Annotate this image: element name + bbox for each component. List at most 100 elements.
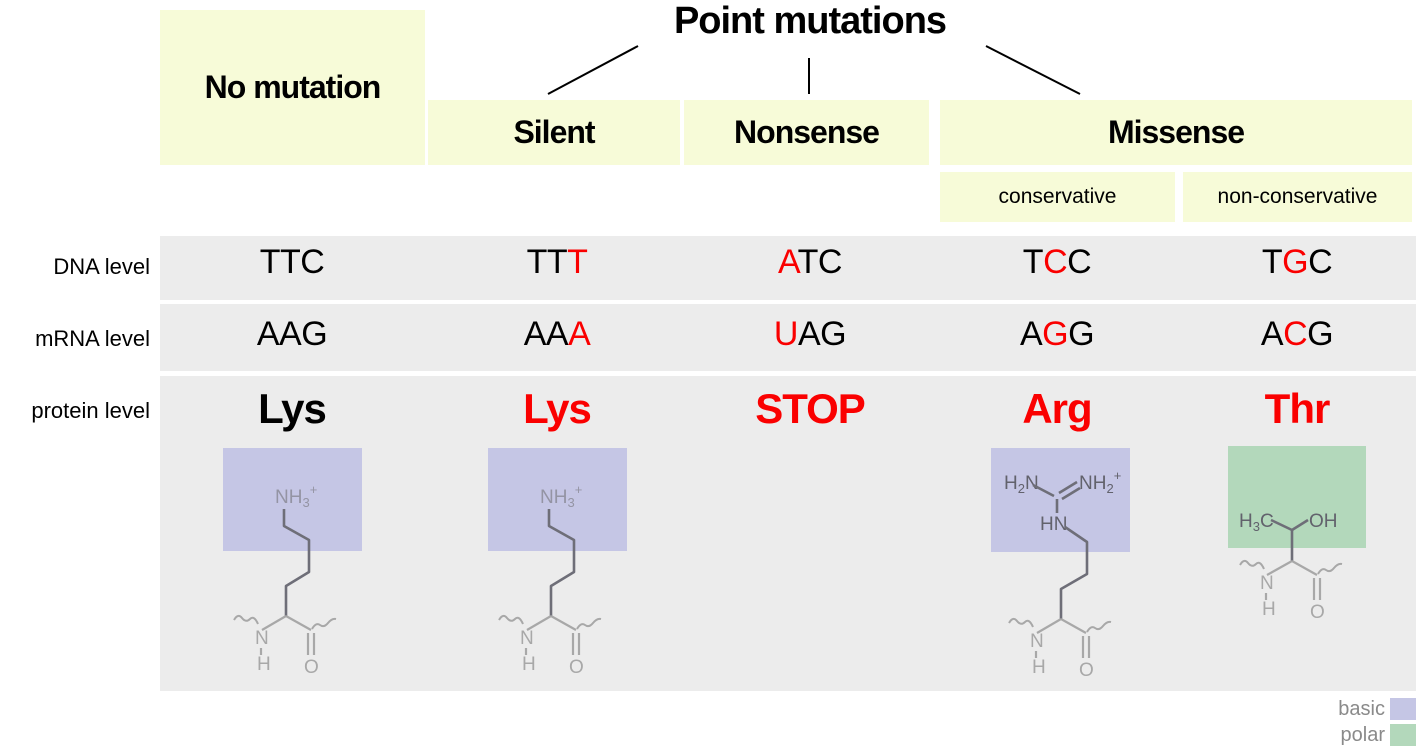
codon-letter-group: C xyxy=(1283,315,1308,353)
carbonyl-o-label: O xyxy=(569,657,584,678)
backbone-bond xyxy=(1036,618,1062,634)
codon-letter-group: AAG xyxy=(256,315,328,353)
codon-letter-group: G xyxy=(1042,315,1069,353)
h2n-group-label: H2N xyxy=(1004,473,1039,496)
backbone-bond xyxy=(1266,560,1293,576)
header-missense: Missense xyxy=(940,100,1412,165)
carbonyl-o-label: O xyxy=(1310,602,1325,623)
codon-letter-group: G xyxy=(1282,243,1309,281)
backbone-bond xyxy=(285,615,312,631)
basic-highlight-box xyxy=(991,448,1130,552)
connector-line-missense xyxy=(985,45,1081,95)
header-nonsense: Nonsense xyxy=(684,100,929,165)
backbone-n-label: N xyxy=(255,628,269,649)
guanidinium-double-bond xyxy=(1061,486,1081,501)
side-chain-bond xyxy=(1059,525,1089,619)
row-label-dna: DNA level xyxy=(53,254,150,279)
peptide-squiggle-right xyxy=(1086,620,1112,633)
mrna-codon-nonsense: UAG xyxy=(700,315,920,354)
side-chain-bond xyxy=(1270,518,1293,532)
side-chain-bond xyxy=(282,509,311,616)
codon-letter-group: C xyxy=(1067,243,1092,281)
header-no-mutation: No mutation xyxy=(160,10,425,165)
peptide-squiggle-right xyxy=(1317,562,1343,575)
side-chain-bond xyxy=(1291,518,1309,532)
carbonyl-o-label: O xyxy=(1079,660,1094,681)
legend-swatch-basic xyxy=(1390,698,1416,720)
amine-group-label: NH3+ xyxy=(540,482,582,510)
protein-row-band xyxy=(160,376,1416,691)
dna-row-band xyxy=(160,236,1416,300)
legend: basic polar xyxy=(1338,698,1416,750)
legend-label-basic: basic xyxy=(1338,697,1385,720)
backbone-bond xyxy=(550,615,577,631)
legend-label-polar: polar xyxy=(1340,723,1385,746)
mrna-codon-conservative: AGG xyxy=(947,315,1167,354)
backbone-h-label: H xyxy=(1032,657,1046,678)
diagram-title: Point mutations xyxy=(673,0,947,42)
basic-highlight-box xyxy=(223,448,362,551)
side-chain-bond xyxy=(547,509,576,616)
protein-label-no-mutation: Lys xyxy=(258,385,327,432)
polar-highlight-box xyxy=(1228,446,1366,548)
dna-codon-no-mutation: TTC xyxy=(182,243,402,282)
codon-letter-group: G xyxy=(1307,315,1334,353)
codon-letter-group: A xyxy=(778,243,798,281)
basic-highlight-box xyxy=(488,448,627,551)
peptide-squiggle-left xyxy=(1008,617,1034,628)
codon-letter-group: T xyxy=(1022,243,1044,281)
protein-label-silent: Lys xyxy=(523,385,592,432)
hn-group-label: HN xyxy=(1040,514,1067,535)
lysine-structure-2: NH3+ N H O xyxy=(488,448,627,678)
threonine-structure: H3C OH N H O xyxy=(1228,446,1366,623)
legend-swatch-polar xyxy=(1390,724,1416,746)
mrna-codon-non-conservative: ACG xyxy=(1187,315,1407,354)
codon-letter-group: TT xyxy=(526,243,568,281)
row-label-protein: protein level xyxy=(31,398,150,423)
dna-codon-conservative: TCC xyxy=(947,243,1167,282)
peptide-squiggle-right xyxy=(311,617,337,630)
dna-codon-silent: TTT xyxy=(447,243,667,282)
peptide-squiggle-right xyxy=(576,617,602,630)
codon-letter-group: AA xyxy=(523,315,569,353)
header-conservative: conservative xyxy=(940,172,1175,222)
connector-line-silent xyxy=(547,45,639,95)
connector-lines xyxy=(547,45,1081,95)
dna-codon-non-conservative: TGC xyxy=(1187,243,1407,282)
arginine-structure: H2N NH2+ HN N H O xyxy=(991,448,1130,681)
dna-codon-nonsense: ATC xyxy=(700,243,920,282)
protein-label-nonsense: STOP xyxy=(755,385,866,432)
codon-letter-group: G xyxy=(1068,315,1095,353)
codon-letter-group: AG xyxy=(797,315,847,353)
backbone-h-label: H xyxy=(1262,599,1276,620)
backbone-n-label: N xyxy=(1260,573,1274,594)
oh-group-label: OH xyxy=(1309,511,1338,532)
codon-letter-group: TTC xyxy=(259,243,325,281)
mrna-codon-silent: AAA xyxy=(447,315,667,354)
mrna-codon-no-mutation: AAG xyxy=(182,315,402,354)
backbone-h-label: H xyxy=(257,654,271,675)
peptide-squiggle-left xyxy=(1239,559,1265,570)
codon-letter-group: C xyxy=(1043,243,1068,281)
row-label-mrna: mRNA level xyxy=(35,326,150,351)
guanidinium-double-bond xyxy=(1058,480,1078,495)
codon-letter-group: T xyxy=(567,243,588,281)
backbone-bond xyxy=(1291,560,1318,576)
backbone-bond xyxy=(1060,618,1087,634)
mrna-row-band xyxy=(160,304,1416,371)
carbonyl-o-label: O xyxy=(304,657,319,678)
header-silent: Silent xyxy=(428,100,680,165)
h3c-group-label: H3C xyxy=(1239,511,1274,534)
header-non-conservative: non-conservative xyxy=(1183,172,1412,222)
codon-letter-group: A xyxy=(1260,315,1284,353)
nh2-group-label: NH2+ xyxy=(1079,468,1121,496)
codon-letter-group: A xyxy=(568,315,591,353)
codon-letter-group: U xyxy=(773,315,799,353)
backbone-h-label: H xyxy=(522,654,536,675)
codon-letter-group: TC xyxy=(797,243,843,281)
guanidinium-bond xyxy=(1032,483,1055,498)
codon-letter-group: C xyxy=(1308,243,1333,281)
backbone-bond xyxy=(526,615,552,631)
codon-letter-group: A xyxy=(1019,315,1043,353)
